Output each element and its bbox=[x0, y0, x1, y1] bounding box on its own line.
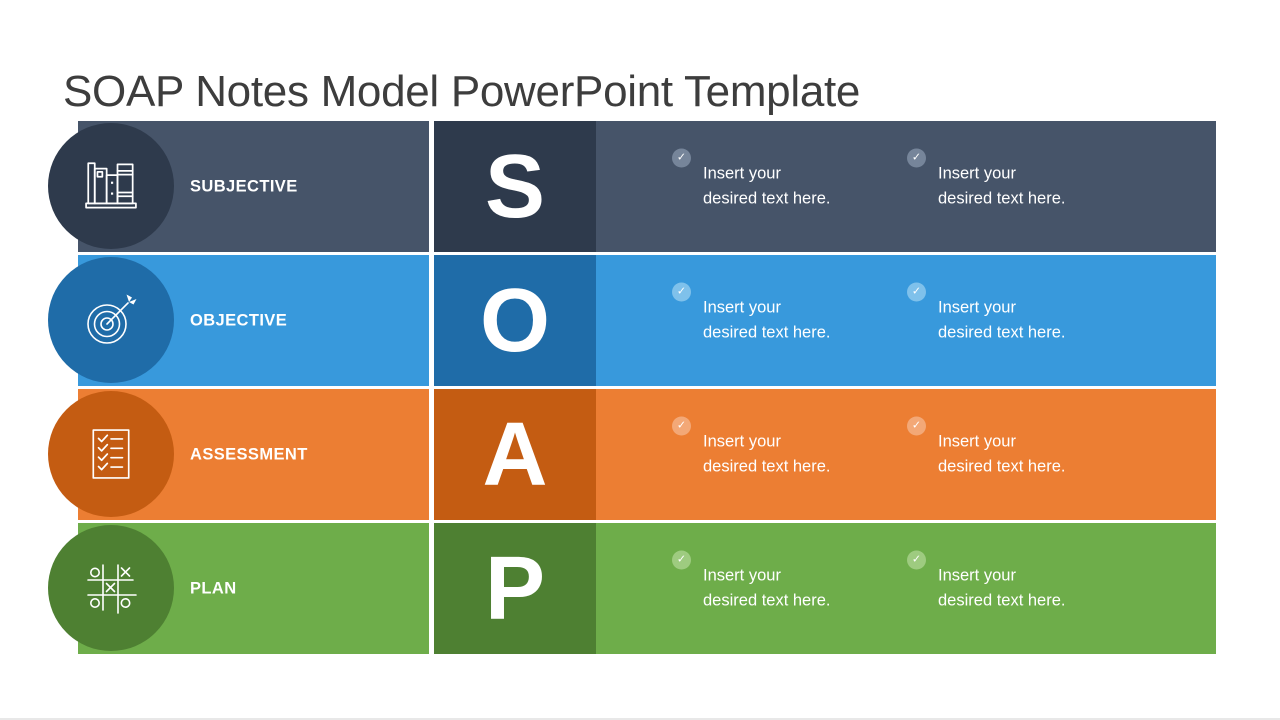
row-label-plan: PLAN bbox=[190, 579, 237, 597]
check-circle-icon: ✓ bbox=[907, 148, 926, 167]
check-circle-icon: ✓ bbox=[907, 282, 926, 301]
objective-label-band: OBJECTIVE bbox=[48, 255, 429, 386]
row-label-objective: OBJECTIVE bbox=[190, 311, 288, 329]
plan-label-band: PLAN bbox=[48, 523, 429, 654]
letter-cell-a: A bbox=[434, 389, 596, 520]
assessment-icon-circle bbox=[48, 391, 174, 517]
row-divider bbox=[429, 523, 434, 654]
assessment-label-band: ASSESSMENT bbox=[48, 389, 429, 520]
check-circle-icon: ✓ bbox=[672, 550, 691, 569]
row-divider bbox=[429, 255, 434, 386]
letter-cell-s: S bbox=[434, 121, 596, 252]
subjective-label-band: SUBJECTIVE bbox=[48, 121, 429, 252]
books-icon bbox=[85, 162, 137, 209]
checklist-icon bbox=[92, 429, 130, 479]
row-divider bbox=[429, 389, 434, 520]
letter-cell-o: O bbox=[434, 255, 596, 386]
check-circle-icon: ✓ bbox=[672, 282, 691, 301]
row-label-subjective: SUBJECTIVE bbox=[190, 177, 298, 195]
subjective-icon-circle bbox=[48, 123, 174, 249]
check-circle-icon: ✓ bbox=[672, 148, 691, 167]
row-label-assessment: ASSESSMENT bbox=[190, 445, 308, 463]
check-circle-icon: ✓ bbox=[907, 416, 926, 435]
slide-title: SOAP Notes Model PowerPoint Template bbox=[63, 67, 861, 117]
row-divider bbox=[429, 121, 434, 252]
objective-icon-circle bbox=[48, 257, 174, 383]
tictactoe-icon bbox=[87, 564, 137, 614]
check-circle-icon: ✓ bbox=[907, 550, 926, 569]
target-icon bbox=[87, 294, 137, 344]
check-circle-icon: ✓ bbox=[672, 416, 691, 435]
letter-cell-p: P bbox=[434, 523, 596, 654]
plan-icon-circle bbox=[48, 525, 174, 651]
